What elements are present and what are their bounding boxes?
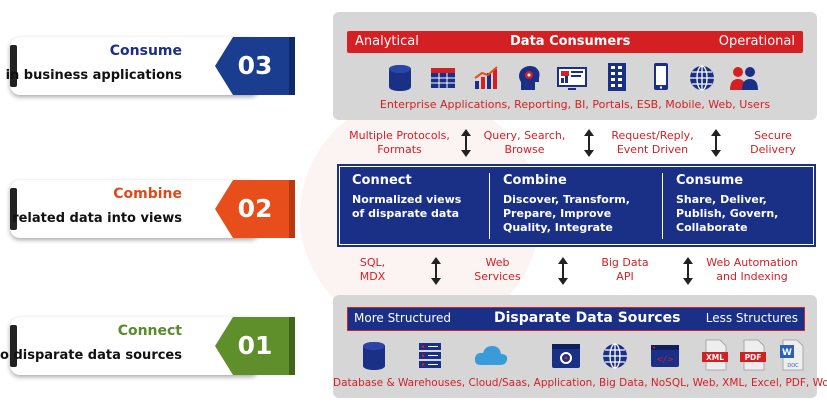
combine-heading: Combine	[503, 173, 567, 188]
combine-body: Discover, Transform, Prepare, Improve Qu…	[503, 193, 630, 234]
request-label: Request/Reply, Event Driven	[611, 129, 694, 156]
query-label: Query, Search, Browse	[483, 129, 566, 156]
double-arrow-icon	[557, 257, 569, 285]
data-virtualization-box: Connect Normalized views of disparate da…	[339, 166, 814, 245]
step-title: Consume	[109, 43, 182, 59]
step-title: Combine	[113, 186, 182, 202]
pdf-file-icon: PDF	[738, 339, 768, 371]
database-icon	[386, 64, 414, 92]
double-arrow-icon	[682, 257, 694, 285]
bar-chart-icon	[472, 64, 500, 92]
svg-text:DOC: DOC	[787, 363, 799, 369]
step-card: Combine related data into views	[10, 180, 260, 238]
data-consumers-header: Analytical Data Consumers Operational	[347, 31, 803, 53]
protocols-label: Multiple Protocols, Formats	[349, 129, 450, 156]
double-arrow-icon	[710, 129, 722, 157]
data-sources-header: More Structured Disparate Data Sources L…	[347, 307, 805, 331]
svg-text:XML: XML	[706, 353, 724, 362]
database-icon	[360, 341, 388, 370]
globe-icon	[688, 64, 716, 92]
data-sources-title: Disparate Data Sources	[494, 310, 681, 326]
double-arrow-icon	[430, 257, 442, 285]
svg-text:PDF: PDF	[745, 353, 762, 362]
consume-body: Share, Deliver, Publish, Govern, Collabo…	[676, 193, 779, 234]
step-badge: 03	[215, 37, 295, 95]
step-number: 02	[237, 194, 273, 223]
cloud-icon	[473, 343, 509, 371]
step-combine: Combine related data into views 02	[10, 180, 295, 238]
consume-heading: Consume	[676, 173, 744, 188]
step-number: 03	[237, 51, 273, 80]
operational-label: Operational	[718, 34, 795, 49]
svg-text:W: W	[782, 348, 792, 358]
connect-body: Normalized views of disparate data	[352, 193, 462, 220]
connect-column: Connect Normalized views of disparate da…	[340, 167, 490, 244]
mobile-phone-icon	[647, 62, 675, 90]
step-subtitle: to disparate data sources	[0, 348, 182, 363]
spreadsheet-icon	[429, 64, 457, 92]
web-automation-label: Web Automation and Indexing	[706, 256, 798, 283]
step-subtitle: in business applications	[5, 68, 182, 83]
svg-text:</>: </>	[657, 355, 674, 365]
step-number: 01	[237, 331, 273, 360]
step-badge: 02	[215, 180, 295, 238]
data-sources-panel: More Structured Disparate Data Sources L…	[333, 295, 827, 398]
sources-caption: Database & Warehouses, Cloud/Saas, Appli…	[333, 377, 827, 389]
server-rack-icon	[603, 62, 631, 91]
less-structures-label: Less Structures	[705, 311, 798, 325]
secure-delivery-label: Secure Delivery	[750, 129, 796, 156]
consumers-caption: Enterprise Applications, Reporting, BI, …	[379, 98, 771, 111]
data-consumers-panel: Analytical Data Consumers Operational En…	[333, 12, 817, 120]
dashboard-icon	[556, 64, 588, 92]
data-consumers-title: Data Consumers	[510, 34, 631, 49]
more-structured-label: More Structured	[354, 311, 452, 325]
connect-heading: Connect	[352, 173, 412, 188]
sql-mdx-label: SQL, MDX	[359, 256, 386, 283]
step-connect: Connect to disparate data sources 01	[0, 317, 295, 375]
globe-icon	[601, 342, 629, 370]
double-arrow-icon	[460, 129, 472, 157]
step-title: Connect	[117, 323, 182, 339]
head-gears-icon	[515, 64, 543, 92]
step-subtitle: related data into views	[12, 211, 182, 226]
users-icon	[728, 64, 760, 92]
big-data-api-label: Big Data API	[601, 256, 649, 283]
code-icon: </>	[650, 342, 680, 370]
server-icon	[416, 341, 444, 369]
double-arrow-icon	[583, 129, 595, 157]
analytical-label: Analytical	[355, 34, 419, 49]
step-badge: 01	[215, 317, 295, 375]
web-services-label: Web Services	[474, 256, 521, 283]
combine-column: Combine Discover, Transform, Prepare, Im…	[491, 167, 661, 244]
xml-file-icon: XML	[700, 339, 730, 371]
doc-file-icon: W DOC	[777, 339, 807, 371]
step-consume: Consume in business applications 03	[6, 37, 295, 95]
consume-column: Consume Share, Deliver, Publish, Govern,…	[664, 167, 813, 244]
application-icon	[551, 341, 580, 369]
